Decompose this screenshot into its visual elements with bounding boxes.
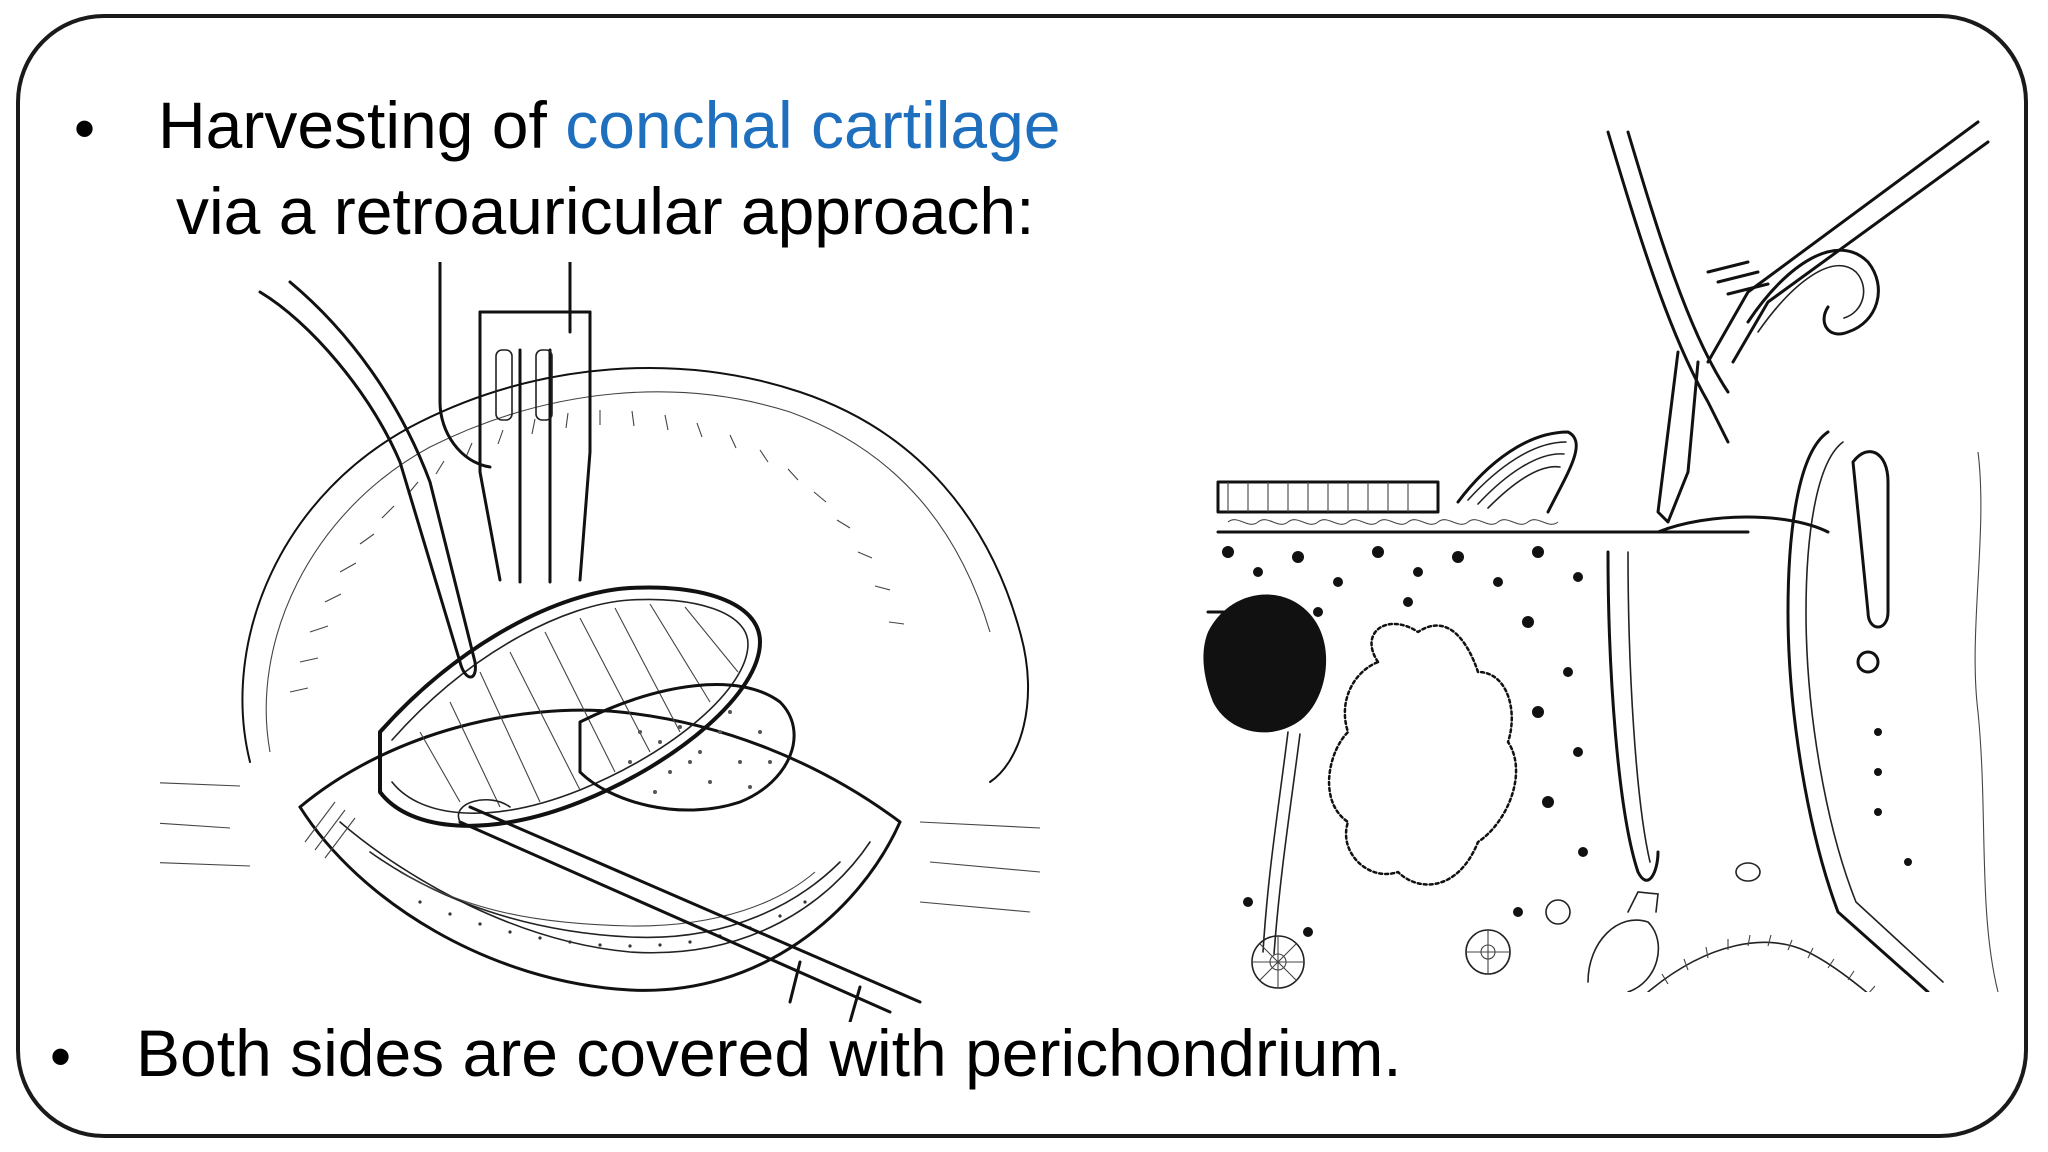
- bullet-1-line-2: via a retroauricular approach:: [176, 174, 1035, 248]
- anatomical-cross-section-right: [1203, 120, 1999, 992]
- bullet-marker-1: •: [74, 95, 96, 162]
- bullet-2-text: Both sides are covered with perichondriu…: [136, 1016, 1402, 1090]
- bullet-1-highlight: conchal cartilage: [565, 88, 1061, 162]
- surgical-illustration-left: [160, 262, 1041, 1022]
- slide-frame: [16, 14, 2028, 1138]
- bullet-1-line-1: Harvesting of conchal cartilage: [158, 92, 1060, 158]
- bullet-1-prefix: Harvesting of: [158, 88, 566, 162]
- bullet-marker-2: •: [50, 1023, 72, 1090]
